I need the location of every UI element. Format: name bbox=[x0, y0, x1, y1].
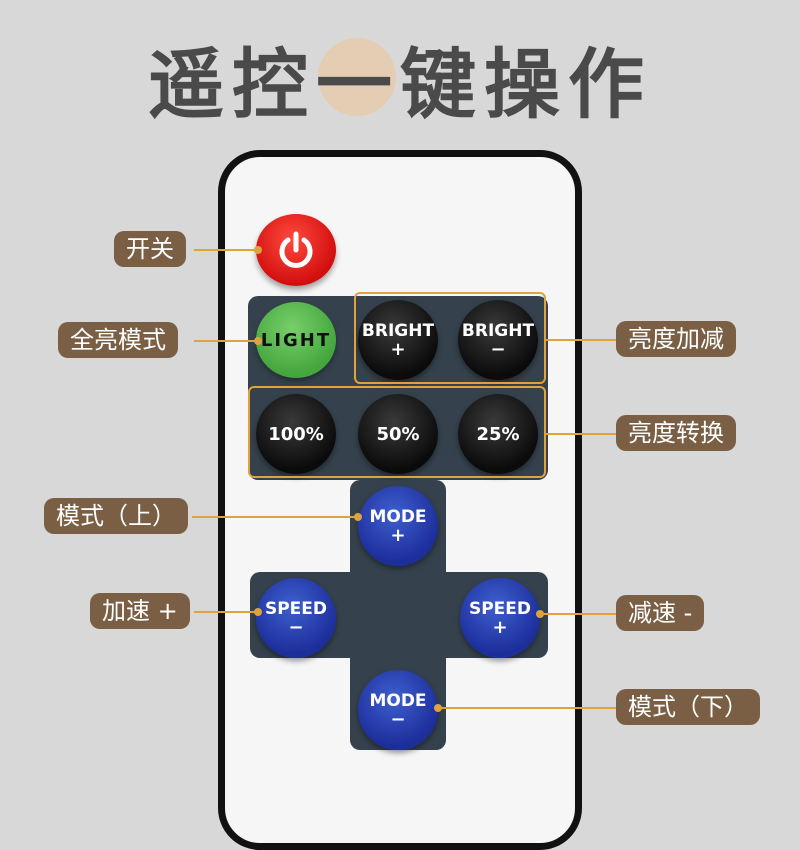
callout-dot bbox=[434, 704, 442, 712]
bright-minus-button[interactable]: BRIGHT − bbox=[458, 300, 538, 380]
brightness-50-label: 50% bbox=[376, 423, 420, 445]
mode-down-text: MODE bbox=[369, 691, 427, 711]
speed-plus-text: SPEED bbox=[468, 599, 532, 619]
page-title: 遥控一键操作 bbox=[148, 40, 652, 129]
light-label: LIGHT bbox=[260, 329, 332, 351]
callout-line bbox=[194, 249, 258, 251]
brightness-adjust-label: 亮度加减 bbox=[616, 321, 736, 357]
callout-line bbox=[546, 339, 616, 341]
brightness-100-label: 100% bbox=[268, 423, 324, 445]
speed-plus-button[interactable]: SPEED + bbox=[460, 578, 540, 658]
bright-minus-text: BRIGHT bbox=[461, 321, 535, 341]
speed-minus-text: SPEED bbox=[264, 599, 328, 619]
callout-dot bbox=[254, 608, 262, 616]
brightness-25-button[interactable]: 25% bbox=[458, 394, 538, 474]
brightness-switch-frame bbox=[248, 386, 546, 478]
callout-line bbox=[438, 707, 616, 709]
brightness-switch-label: 亮度转换 bbox=[616, 415, 736, 451]
callout-line bbox=[194, 611, 258, 613]
minus-sign: − bbox=[490, 339, 506, 360]
brightness-adjust-frame bbox=[354, 292, 546, 384]
callout-line bbox=[192, 516, 358, 518]
brightness-100-button[interactable]: 100% bbox=[256, 394, 336, 474]
callout-dot bbox=[254, 337, 262, 345]
plus-sign: + bbox=[390, 339, 406, 360]
speed-up-label: 加速 + bbox=[90, 593, 190, 629]
brightness-25-label: 25% bbox=[476, 423, 520, 445]
minus-sign: − bbox=[390, 709, 406, 730]
title-decoration bbox=[318, 38, 396, 116]
callout-line bbox=[540, 613, 616, 615]
mode-up-button[interactable]: MODE + bbox=[358, 486, 438, 566]
callout-line bbox=[194, 340, 258, 342]
mode-down-button[interactable]: MODE − bbox=[358, 670, 438, 750]
full-bright-label: 全亮模式 bbox=[58, 322, 178, 358]
bright-plus-text: BRIGHT bbox=[361, 321, 435, 341]
light-button[interactable]: LIGHT bbox=[256, 302, 336, 378]
mode-up-text: MODE bbox=[369, 507, 427, 527]
callout-line bbox=[546, 433, 616, 435]
mode-up-label: 模式（上） bbox=[44, 498, 188, 534]
callout-dot bbox=[254, 246, 262, 254]
brightness-50-button[interactable]: 50% bbox=[358, 394, 438, 474]
power-label: 开关 bbox=[114, 231, 186, 267]
speed-down-label: 减速 - bbox=[616, 595, 705, 631]
callout-dot bbox=[536, 610, 544, 618]
bright-plus-button[interactable]: BRIGHT + bbox=[358, 300, 438, 380]
plus-sign: + bbox=[390, 525, 406, 546]
power-button[interactable] bbox=[256, 214, 336, 286]
minus-sign: − bbox=[288, 617, 304, 638]
callout-dot bbox=[354, 513, 362, 521]
mode-down-label: 模式（下） bbox=[616, 689, 760, 725]
speed-minus-button[interactable]: SPEED − bbox=[256, 578, 336, 658]
plus-sign: + bbox=[492, 617, 508, 638]
power-icon bbox=[279, 231, 313, 268]
